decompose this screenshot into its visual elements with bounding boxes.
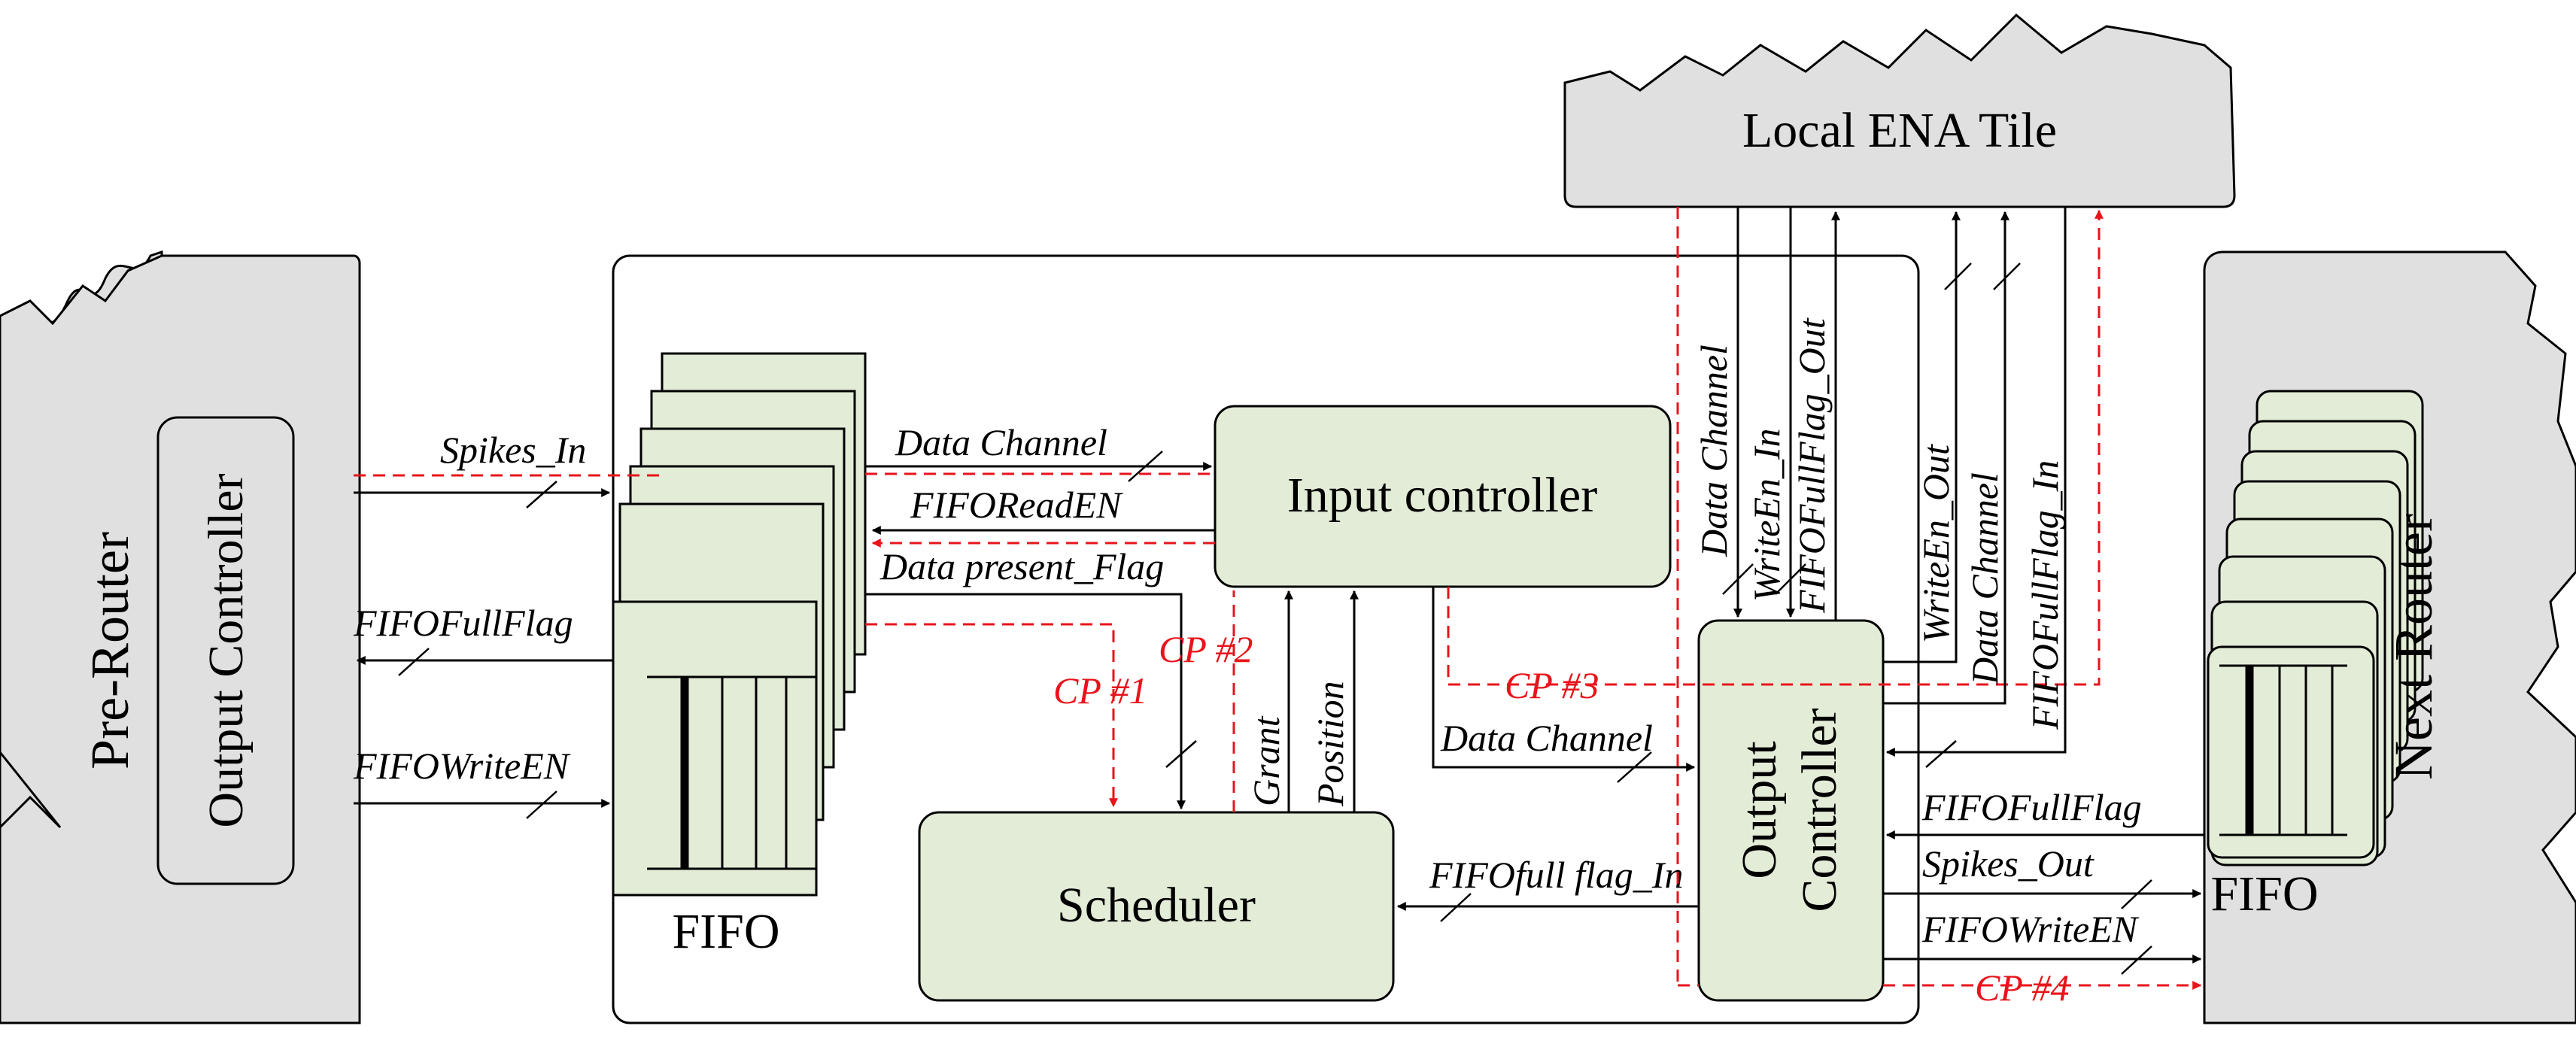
local-fifo-full-flag-in-label: FIFOFullFlag_In: [2024, 460, 2066, 730]
local-ena-tile: [1563, 13, 2236, 208]
input-fifo-stack: [612, 352, 867, 897]
fifo-read-en-wire: [871, 526, 1215, 548]
fifo-write-en-left-label: FIFOWriteEN: [353, 745, 571, 787]
local-data-channel-2-label: Data Channel: [1964, 472, 2006, 685]
data-channel-mid-label: Data Channel: [1440, 717, 1653, 759]
data-present-flag-wire: [865, 593, 1197, 810]
output-fifo-stack: [2207, 390, 2424, 866]
fifo-full-flag-left-wire: [356, 648, 613, 676]
local-data-channel-label: Data Channel: [1693, 344, 1735, 557]
data-channel-top-wire: [865, 451, 1215, 482]
grant-label: Grant: [1245, 715, 1287, 806]
fifo-write-en-right-wire: [1883, 945, 2202, 975]
spikes-out-wire: [1883, 879, 2202, 909]
fifo-write-en-left-wire: [354, 791, 611, 819]
cp4-label: CP #4: [1975, 967, 2070, 1009]
data-channel-top-label: Data Channel: [895, 421, 1107, 463]
local-tile-wires: [1676, 207, 2067, 987]
output-fifo-label: FIFO: [2210, 866, 2318, 921]
input-fifo-label: FIFO: [672, 904, 779, 959]
position-label: Position: [1309, 681, 1351, 807]
local-ena-tile-label: Local ENA Tile: [1742, 103, 2057, 158]
input-controller-box: [1214, 405, 1672, 588]
fifo-write-en-right-label: FIFOWriteEN: [1921, 908, 2140, 950]
fifo-full-flag-left-label: FIFOFullFlag: [353, 602, 573, 644]
pre-output-controller-label: Output Controller: [199, 473, 254, 827]
local-write-en-in-label: WriteEn_In: [1745, 428, 1788, 602]
local-fifo-full-flag-out-label: FIFOFullFlag_Out: [1791, 317, 1833, 614]
data-channel-mid-wire: [1432, 587, 1696, 783]
scheduler-box: [918, 811, 1395, 1002]
fifo-full-flag-in-wire: [1396, 893, 1699, 922]
spikes-in-label: Spikes_In: [440, 429, 586, 471]
pre-output-controller-box: [156, 416, 295, 885]
cp1-path: [865, 623, 1118, 808]
input-controller-label: Input controller: [1287, 468, 1597, 523]
scheduler-label: Scheduler: [1057, 878, 1256, 933]
fifo-full-flag-right-label: FIFOFullFlag: [1921, 786, 2142, 828]
output-controller-box: [1697, 619, 1885, 1002]
output-controller-label-line1: Output: [1732, 741, 1787, 879]
cp3-path: [1447, 209, 2104, 686]
cp3-label: CP #3: [1505, 664, 1599, 706]
spikes-in-wire: [354, 474, 662, 508]
data-present-flag-label: Data present_Flag: [879, 545, 1164, 587]
cp2-label: CP #2: [1159, 628, 1253, 670]
local-write-en-out-label: WriteEn_Out: [1915, 444, 1957, 643]
output-controller-label-line2: Controller: [1792, 708, 1847, 912]
spikes-out-label: Spikes_Out: [1922, 842, 2095, 885]
cp1-label: CP #1: [1053, 669, 1148, 712]
next-router-label: Next Router: [2383, 514, 2444, 780]
fifo-read-en-label: FIFOReadEN: [910, 484, 1123, 526]
pre-router-label: Pre-Router: [80, 532, 140, 769]
fifo-full-flag-in-label: FIFOfull flag_In: [1429, 854, 1683, 896]
